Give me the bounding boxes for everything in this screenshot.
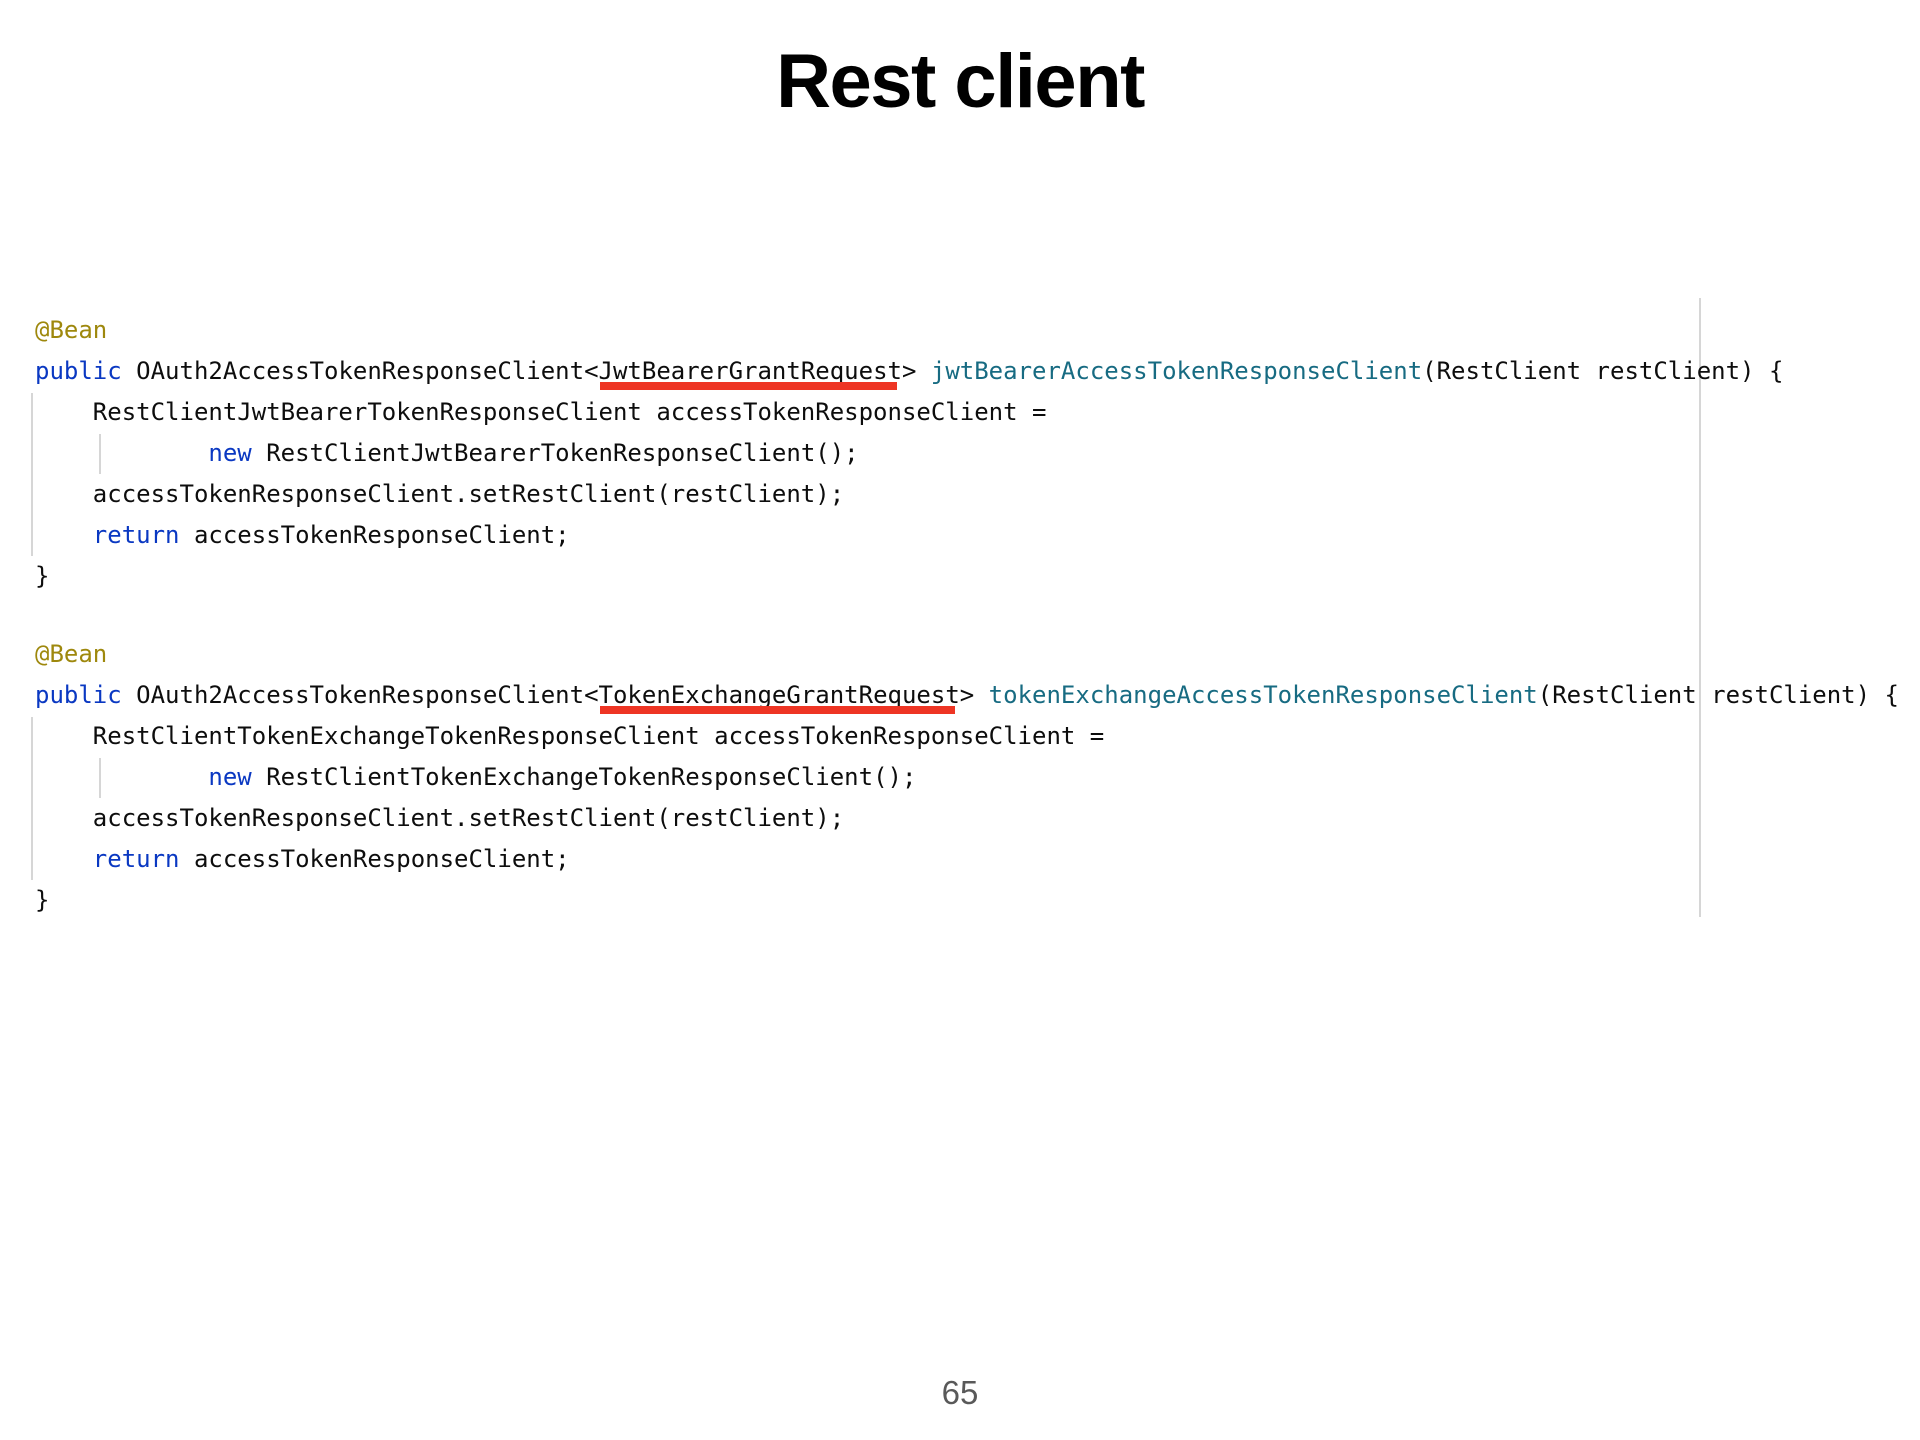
indent-guide	[99, 758, 101, 798]
indent-guide	[31, 393, 33, 556]
code-token: return	[92, 845, 180, 873]
indent-guide	[99, 434, 101, 474]
code-token: >	[901, 357, 931, 385]
code-token: RestClientTokenExchangeTokenResponseClie…	[35, 722, 1105, 750]
code-line: RestClientTokenExchangeTokenResponseClie…	[35, 716, 1899, 757]
code-token: jwtBearerAccessTokenResponseClient	[930, 357, 1423, 385]
code-line: public OAuth2AccessTokenResponseClient<T…	[35, 675, 1899, 716]
code-token: accessTokenResponseClient.setRestClient(…	[35, 480, 845, 508]
code-token: public	[35, 681, 122, 709]
code-token: @Bean	[35, 316, 108, 344]
code-token: @Bean	[35, 640, 108, 668]
code-token	[35, 845, 93, 873]
code-snippet-jwt-bearer: @Bean public OAuth2AccessTokenResponseCli…	[35, 310, 1783, 597]
code-token	[35, 439, 208, 467]
code-line: public OAuth2AccessTokenResponseClient<J…	[35, 351, 1783, 392]
code-token: >	[959, 681, 989, 709]
code-token: RestClientJwtBearerTokenResponseClient a…	[35, 398, 1047, 426]
slide-title: Rest client	[776, 39, 1145, 124]
code-token: RestClientTokenExchangeTokenResponseClie…	[251, 763, 917, 791]
code-token: (RestClient restClient) {	[1537, 681, 1899, 709]
code-token: new	[208, 763, 252, 791]
code-line: return accessTokenResponseClient;	[35, 839, 1899, 880]
code-line: accessTokenResponseClient.setRestClient(…	[35, 474, 1783, 515]
red-underline-highlight: JwtBearerGrantRequest	[598, 357, 902, 385]
code-token: accessTokenResponseClient.setRestClient(…	[35, 804, 845, 832]
code-line: }	[35, 880, 1899, 921]
code-line: accessTokenResponseClient.setRestClient(…	[35, 798, 1899, 839]
code-token: accessTokenResponseClient;	[179, 845, 570, 873]
code-token: RestClientJwtBearerTokenResponseClient()…	[251, 439, 859, 467]
code-token: }	[35, 886, 50, 914]
code-token: new	[208, 439, 252, 467]
indent-guide	[31, 717, 33, 880]
red-underline-highlight: TokenExchangeGrantRequest	[598, 681, 960, 709]
code-line: new RestClientJwtBearerTokenResponseClie…	[35, 433, 1783, 474]
code-line: @Bean	[35, 634, 1899, 675]
code-token: OAuth2AccessTokenResponseClient<	[121, 357, 599, 385]
code-token: public	[35, 357, 122, 385]
code-line: @Bean	[35, 310, 1783, 351]
code-line: new RestClientTokenExchangeTokenResponse…	[35, 757, 1899, 798]
code-token: }	[35, 562, 50, 590]
code-token	[35, 763, 208, 791]
code-line: }	[35, 556, 1783, 597]
code-line: RestClientJwtBearerTokenResponseClient a…	[35, 392, 1783, 433]
code-token: (RestClient restClient) {	[1422, 357, 1784, 385]
code-line: return accessTokenResponseClient;	[35, 515, 1783, 556]
code-token: tokenExchangeAccessTokenResponseClient	[988, 681, 1538, 709]
page-number: 65	[941, 1374, 979, 1411]
code-snippet-token-exchange: @Bean public OAuth2AccessTokenResponseCli…	[35, 634, 1899, 921]
code-token: OAuth2AccessTokenResponseClient<	[121, 681, 599, 709]
code-token: accessTokenResponseClient;	[179, 521, 570, 549]
code-token: return	[92, 521, 180, 549]
code-token	[35, 521, 93, 549]
editor-right-margin-guide	[1699, 298, 1701, 917]
